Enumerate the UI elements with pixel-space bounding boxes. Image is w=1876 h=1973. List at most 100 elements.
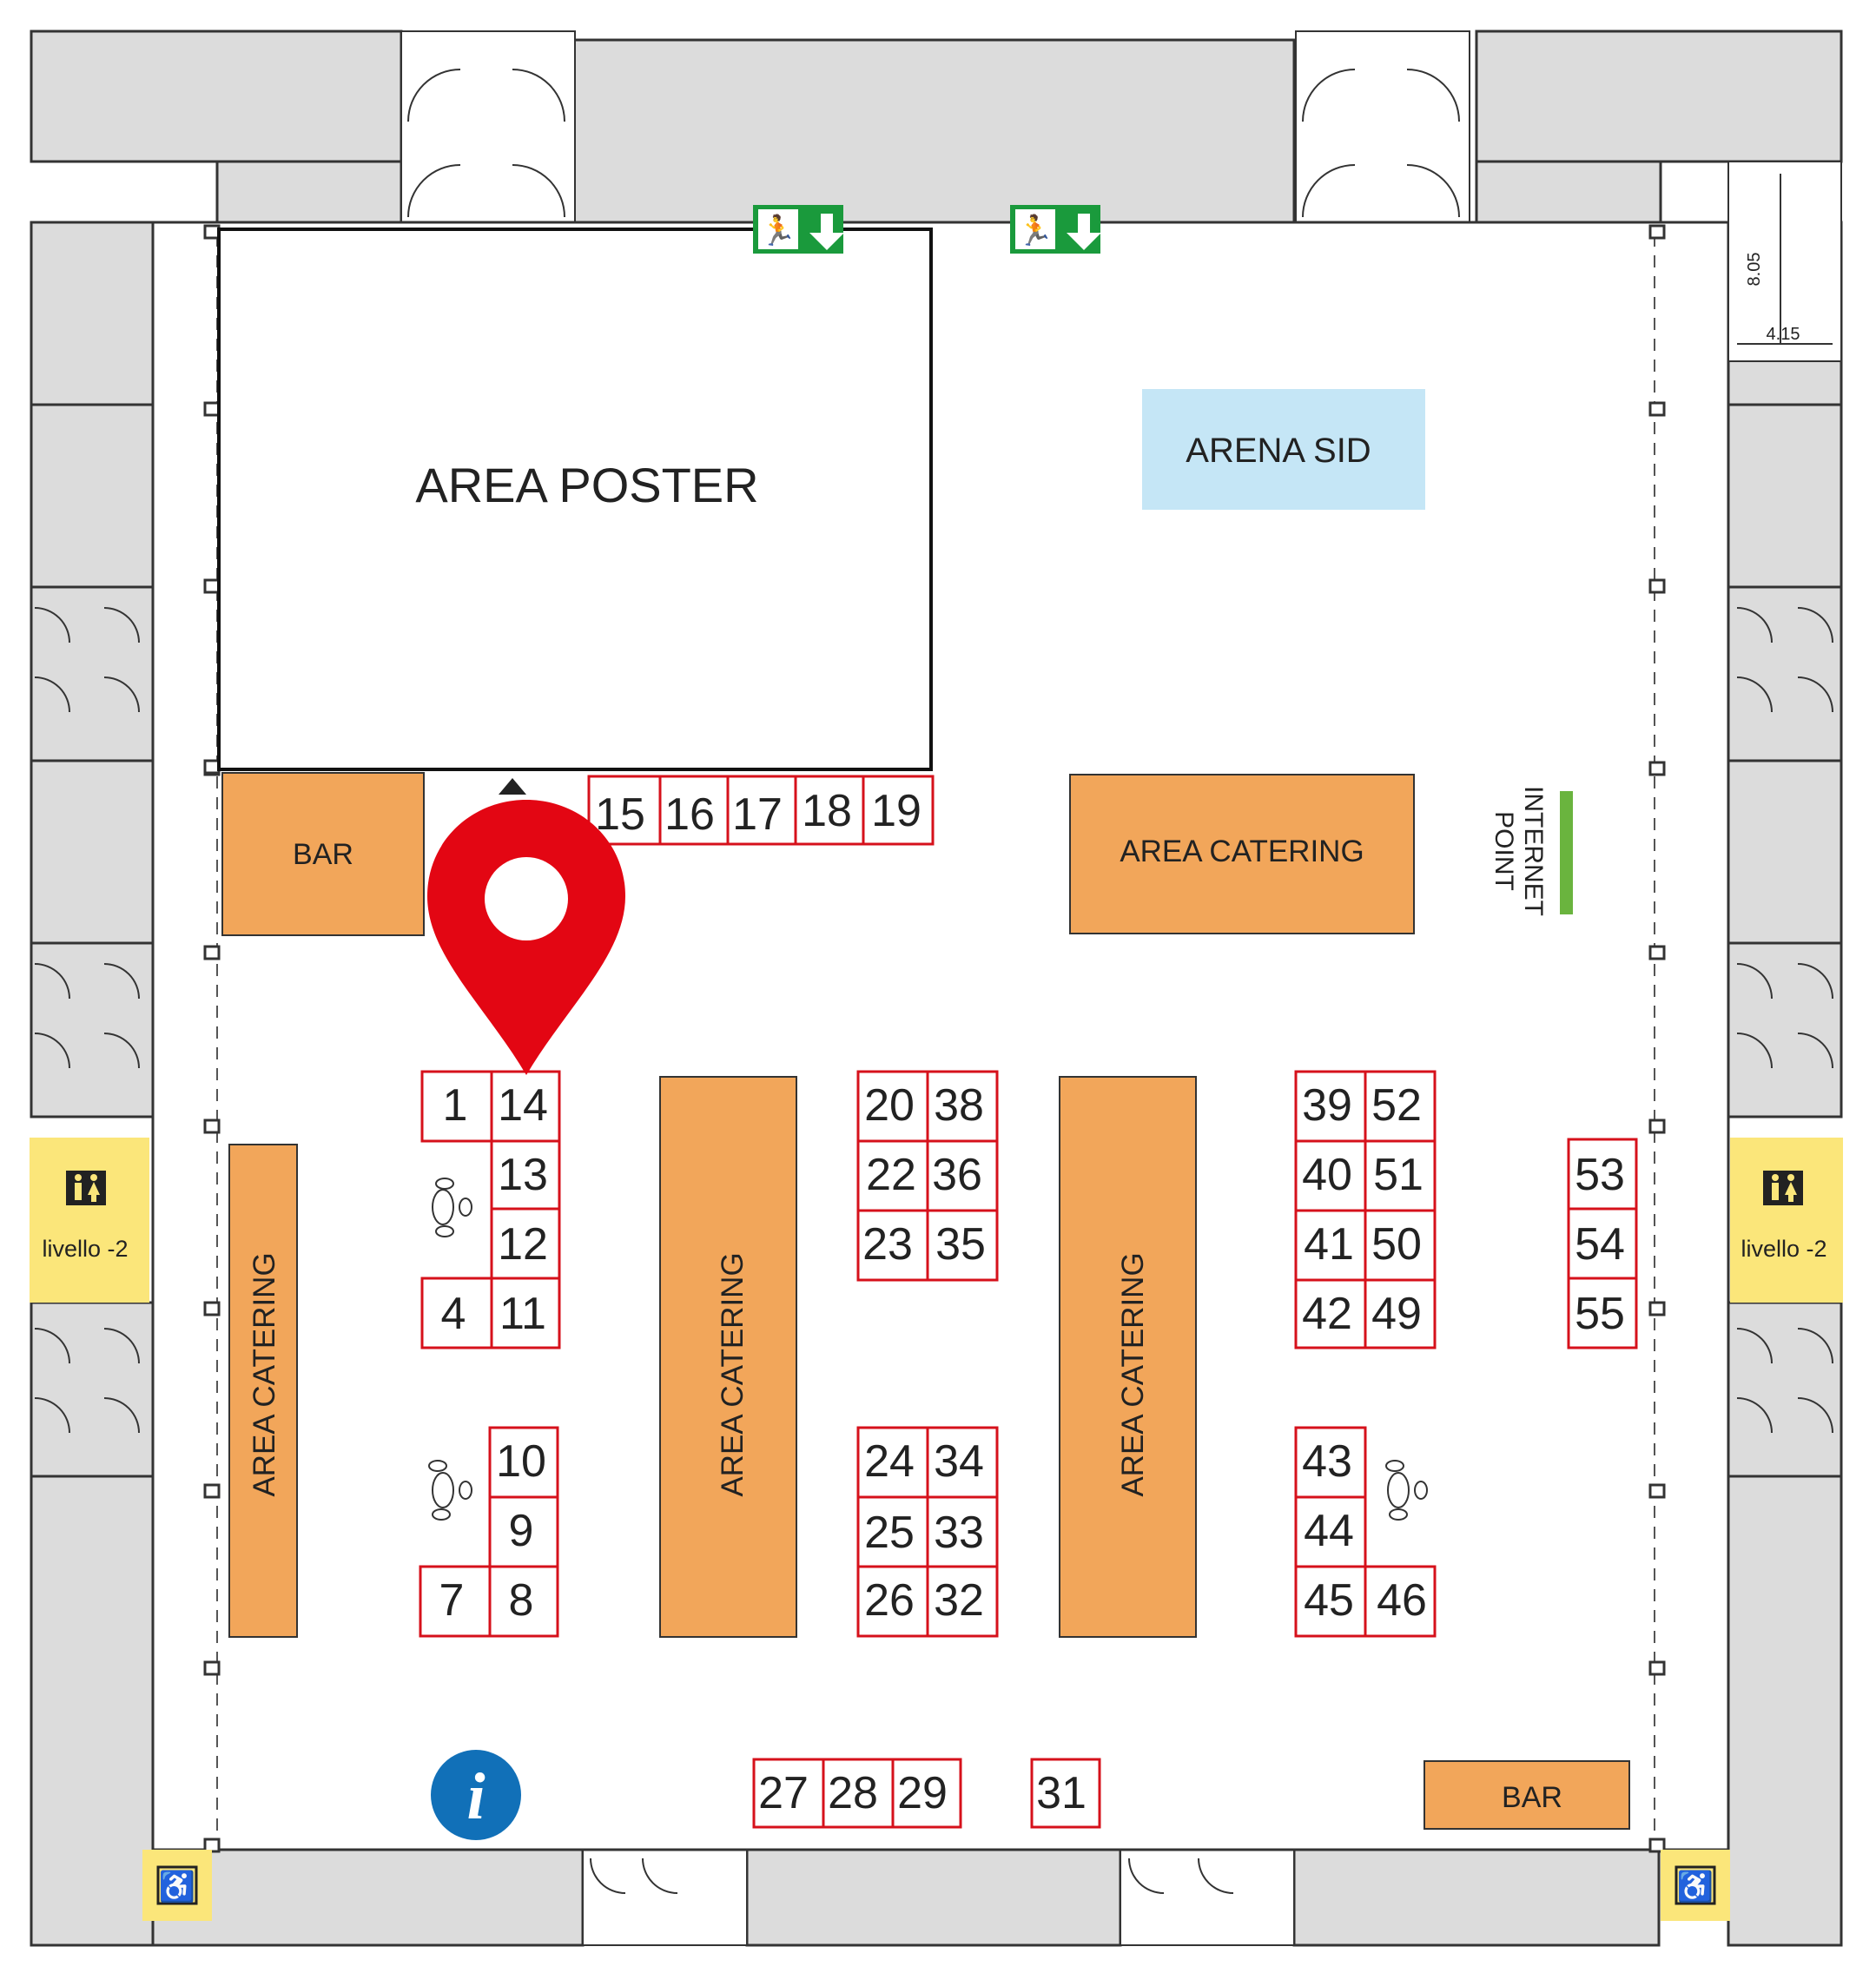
booth-13[interactable]: 13 [490, 1139, 561, 1211]
booth-54[interactable]: 54 [1567, 1207, 1638, 1280]
booth-7[interactable]: 7 [419, 1565, 492, 1638]
svg-text:46: 46 [1377, 1575, 1427, 1626]
dimension-8-05: 8.05 [1745, 253, 1764, 287]
booth-34[interactable]: 34 [926, 1426, 999, 1499]
booth-22[interactable]: 22 [856, 1139, 929, 1212]
booth-17[interactable]: 17 [726, 775, 797, 846]
map-pin-icon[interactable] [427, 800, 625, 1075]
booth-24[interactable]: 24 [856, 1426, 929, 1499]
livello-left-label: livello -2 [42, 1236, 128, 1262]
internet-label-line1: INTERNET [1519, 786, 1548, 916]
booth-38[interactable]: 38 [926, 1070, 999, 1143]
svg-text:28: 28 [828, 1768, 878, 1818]
svg-text:32: 32 [934, 1575, 984, 1626]
svg-text:41: 41 [1304, 1219, 1354, 1270]
area-poster-zone[interactable] [217, 228, 933, 771]
svg-text:53: 53 [1575, 1150, 1625, 1200]
info-icon[interactable]: i [431, 1750, 521, 1840]
svg-text:35: 35 [935, 1219, 986, 1270]
booth-18[interactable]: 18 [794, 775, 865, 846]
svg-text:♿: ♿ [1677, 1870, 1714, 1904]
booth-40[interactable]: 40 [1294, 1139, 1367, 1212]
svg-text:1: 1 [443, 1080, 468, 1131]
svg-text:20: 20 [864, 1080, 915, 1131]
bar-bottom-zone[interactable] [1424, 1760, 1630, 1830]
booth-39[interactable]: 39 [1294, 1070, 1367, 1143]
booth-12[interactable]: 12 [490, 1207, 561, 1280]
booth-8[interactable]: 8 [488, 1565, 559, 1638]
catering-top-label: AREA CATERING [1120, 835, 1364, 868]
booth-31[interactable]: 31 [1030, 1758, 1101, 1829]
booth-10[interactable]: 10 [488, 1426, 559, 1499]
entrance-arrow-icon [499, 778, 526, 795]
booth-16[interactable]: 16 [658, 775, 730, 846]
catering-right-zone[interactable] [1059, 1076, 1197, 1638]
booth-9[interactable]: 9 [488, 1495, 559, 1568]
svg-text:31: 31 [1036, 1768, 1087, 1818]
booth-46[interactable]: 46 [1364, 1565, 1437, 1638]
area-poster-label: AREA POSTER [415, 458, 758, 512]
perimeter-guides [216, 234, 1655, 1832]
svg-text:17: 17 [732, 789, 783, 840]
booth-41[interactable]: 41 [1294, 1209, 1367, 1282]
footprints-icon [1385, 1460, 1428, 1521]
svg-text:10: 10 [496, 1436, 546, 1487]
restroom-right[interactable]: livello -2 [1730, 1138, 1843, 1303]
accessibility-icon: ♿ [142, 1850, 212, 1921]
booth-4[interactable]: 4 [420, 1277, 493, 1349]
svg-text:27: 27 [758, 1768, 809, 1818]
booth-36[interactable]: 36 [926, 1139, 999, 1212]
booth-53[interactable]: 53 [1567, 1138, 1638, 1211]
catering-left-label: AREA CATERING [248, 1252, 281, 1496]
svg-text:7: 7 [439, 1575, 465, 1626]
catering-center-zone[interactable] [659, 1076, 797, 1638]
booth-11[interactable]: 11 [490, 1277, 561, 1349]
catering-top-zone[interactable] [1069, 774, 1415, 934]
svg-text:8: 8 [509, 1575, 534, 1626]
internet-point-marker[interactable] [1560, 791, 1573, 914]
booth-42[interactable]: 42 [1294, 1278, 1367, 1349]
booth-26[interactable]: 26 [856, 1565, 929, 1638]
svg-text:40: 40 [1302, 1150, 1352, 1200]
svg-text:18: 18 [802, 786, 852, 836]
booth-55[interactable]: 55 [1567, 1277, 1638, 1349]
booth-44[interactable]: 44 [1294, 1495, 1367, 1568]
booth-52[interactable]: 52 [1364, 1070, 1437, 1143]
restroom-icon [66, 1171, 106, 1205]
dimension-4-15: 4.15 [1767, 325, 1800, 344]
booth-43[interactable]: 43 [1294, 1426, 1367, 1499]
booth-33[interactable]: 33 [926, 1495, 999, 1568]
booth-50[interactable]: 50 [1364, 1209, 1437, 1282]
booth-14[interactable]: 14 [490, 1070, 561, 1143]
booth-20[interactable]: 20 [856, 1070, 929, 1143]
svg-text:54: 54 [1575, 1219, 1625, 1270]
svg-text:24: 24 [864, 1436, 915, 1487]
catering-left-zone[interactable] [228, 1144, 298, 1638]
booth-23[interactable]: 23 [856, 1209, 929, 1282]
svg-text:45: 45 [1304, 1575, 1354, 1626]
booth-1[interactable]: 1 [420, 1070, 493, 1143]
svg-text:15: 15 [595, 789, 645, 840]
bar-top-zone[interactable] [221, 772, 425, 936]
booth-28[interactable]: 28 [822, 1758, 895, 1829]
svg-text:23: 23 [862, 1219, 913, 1270]
svg-text:26: 26 [864, 1575, 915, 1626]
arena-sid-zone[interactable] [1142, 389, 1425, 510]
booth-25[interactable]: 25 [856, 1495, 929, 1568]
booth-27[interactable]: 27 [752, 1758, 825, 1829]
booth-49[interactable]: 49 [1364, 1278, 1437, 1349]
svg-text:34: 34 [934, 1436, 984, 1487]
svg-text:33: 33 [934, 1508, 984, 1558]
svg-text:49: 49 [1371, 1289, 1422, 1339]
booth-35[interactable]: 35 [926, 1209, 999, 1282]
footprints-icon [428, 1460, 472, 1521]
booth-29[interactable]: 29 [891, 1758, 962, 1829]
booth-19[interactable]: 19 [862, 775, 935, 846]
booth-45[interactable]: 45 [1294, 1565, 1367, 1638]
booth-15[interactable]: 15 [587, 775, 662, 846]
booth-51[interactable]: 51 [1364, 1139, 1437, 1212]
restroom-left[interactable]: livello -2 [30, 1138, 149, 1303]
catering-right-label: AREA CATERING [1116, 1252, 1150, 1496]
svg-text:52: 52 [1371, 1080, 1422, 1131]
booth-32[interactable]: 32 [926, 1565, 999, 1638]
